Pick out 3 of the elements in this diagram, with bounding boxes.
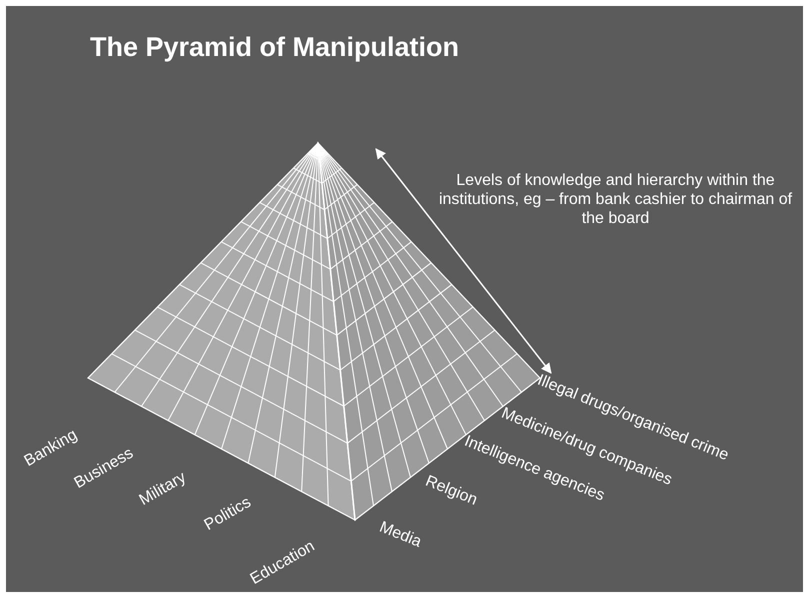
title: The Pyramid of Manipulation (90, 32, 460, 63)
annotation-text: Levels of knowledge and hierarchy within the institutions, eg – from bank cashier to chairman of the board (438, 171, 793, 228)
face-label: Media (376, 518, 424, 552)
